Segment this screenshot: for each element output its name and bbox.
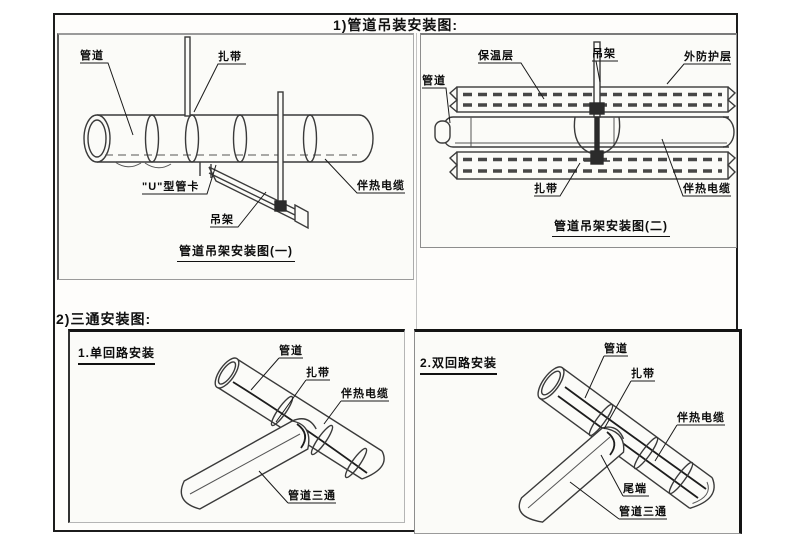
leader-lines <box>569 355 725 520</box>
subtitle-single-loop: 1.单回路安装 <box>78 344 156 365</box>
label-insulation: 保温层 <box>478 50 514 62</box>
label-pipe: 管道 <box>422 75 446 87</box>
label-heat-cable: 伴热电缆 <box>683 183 731 195</box>
pipe-drawing <box>83 36 374 230</box>
tee-single-drawing <box>180 357 389 510</box>
label-pipe: 管道 <box>604 343 628 355</box>
panel-hanger-diagram-2: 管道 保温层 吊架 外防护层 扎带 伴热电缆 管道吊架安装图(二) <box>420 33 737 248</box>
label-cable-tie: 扎带 <box>631 368 655 380</box>
label-pipe-tee: 管道三通 <box>619 506 667 518</box>
label-heat-cable: 伴热电缆 <box>677 412 725 424</box>
section-1-title: 1)管道吊装安装图: <box>332 17 459 33</box>
label-pipe-tee: 管道三通 <box>288 490 336 502</box>
label-hanger: 吊架 <box>210 214 234 226</box>
caption-hanger-2: 管道吊架安装图(二) <box>546 217 676 237</box>
label-cable-tie: 扎带 <box>218 51 242 63</box>
panel-tee-single-loop: 1.单回路安装 管道 扎带 伴热电缆 管道三通 <box>68 329 405 523</box>
label-tail-end: 尾端 <box>623 483 647 495</box>
label-heat-cable: 伴热电缆 <box>357 180 405 192</box>
label-pipe: 管道 <box>80 50 104 62</box>
panel-tee-double-loop: 2.双回路安装 管道 扎带 伴热电缆 尾端 管道三通 <box>414 329 742 534</box>
leader-lines <box>250 357 389 504</box>
label-heat-cable: 伴热电缆 <box>341 388 389 400</box>
leader-lines <box>80 62 405 228</box>
leader-lines <box>422 60 731 197</box>
insulated-pipe-drawing <box>434 41 736 180</box>
label-pipe: 管道 <box>279 345 303 357</box>
panel-hanger-diagram-1: 管道 扎带 "U"型管卡 吊架 伴热电缆 管道吊架安装图(一) <box>57 33 414 280</box>
tee-pipe-drawing <box>180 357 385 510</box>
label-u-clamp: "U"型管卡 <box>142 181 200 193</box>
label-cable-tie: 扎带 <box>534 183 558 195</box>
column-divider <box>416 33 417 329</box>
label-outer-protect: 外防护层 <box>684 51 732 63</box>
subtitle-double-loop: 2.双回路安装 <box>420 354 498 375</box>
tee-double-drawing <box>518 355 725 523</box>
caption-hanger-1: 管道吊架安装图(一) <box>59 242 413 262</box>
hanger-2-drawing <box>422 41 736 197</box>
label-cable-tie: 扎带 <box>306 367 330 379</box>
tee-pipe-drawing <box>518 366 715 523</box>
section-2-title: 2)三通安装图: <box>56 311 152 327</box>
label-hanger: 吊架 <box>592 48 616 60</box>
hanger-1-drawing <box>80 36 405 230</box>
